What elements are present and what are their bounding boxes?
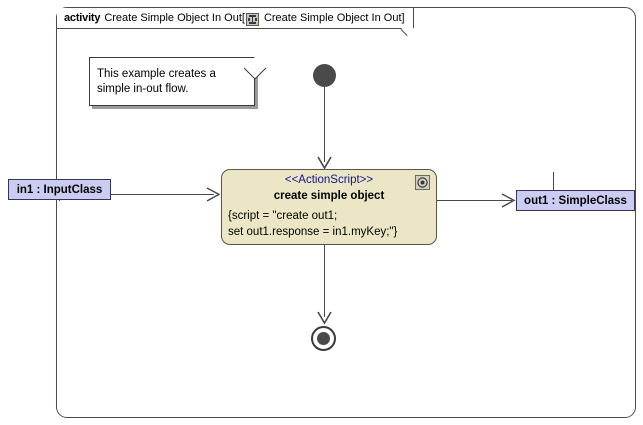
activity-final-node[interactable] (311, 326, 336, 351)
action-node-create-simple-object[interactable]: <<ActionScript>> create simple object {s… (221, 169, 437, 245)
initial-node[interactable] (313, 64, 336, 87)
output-pin-out1[interactable]: out1 : SimpleClass (516, 190, 635, 211)
action-name: create simple object (273, 190, 385, 202)
note-text: This example creates a simple in-out flo… (97, 68, 216, 95)
output-pin-label: out1 : SimpleClass (524, 194, 627, 207)
edge-action-to-final-arrowhead (317, 311, 332, 325)
comment-note[interactable]: This example creates a simple in-out flo… (89, 57, 267, 106)
edge-in1-to-action-line (111, 194, 214, 195)
edge-initial-to-action-arrowhead (317, 156, 332, 170)
out1-connector-stub (553, 172, 554, 190)
action-script-body: {script = "create out1; set out1.respons… (228, 210, 398, 238)
input-pin-label: in1 : InputClass (16, 183, 103, 196)
frame-name: Create Simple Object In Out (104, 12, 242, 24)
edge-in1-to-action-arrowhead (206, 187, 221, 202)
action-stereotype: <<ActionScript>> (284, 174, 374, 186)
edge-in1-drop-line (59, 200, 60, 201)
edge-action-to-final-line (324, 245, 325, 317)
activity-frame-header[interactable]: activity Create Simple Object In Out [ C… (57, 8, 414, 29)
action-script-icon[interactable] (415, 175, 430, 190)
edge-initial-to-action-line (324, 87, 325, 162)
frame-diagram-type: Create Simple Object In Out (263, 12, 402, 24)
edge-action-to-out1-line (437, 200, 512, 201)
edge-action-to-out1-arrowhead (501, 193, 516, 208)
frame-bracket-close: ] (401, 12, 405, 24)
activity-diagram-icon (245, 12, 259, 26)
frame-bracket-open: [ (241, 12, 245, 24)
input-pin-in1[interactable]: in1 : InputClass (8, 179, 111, 200)
frame-keyword: activity (64, 12, 101, 24)
